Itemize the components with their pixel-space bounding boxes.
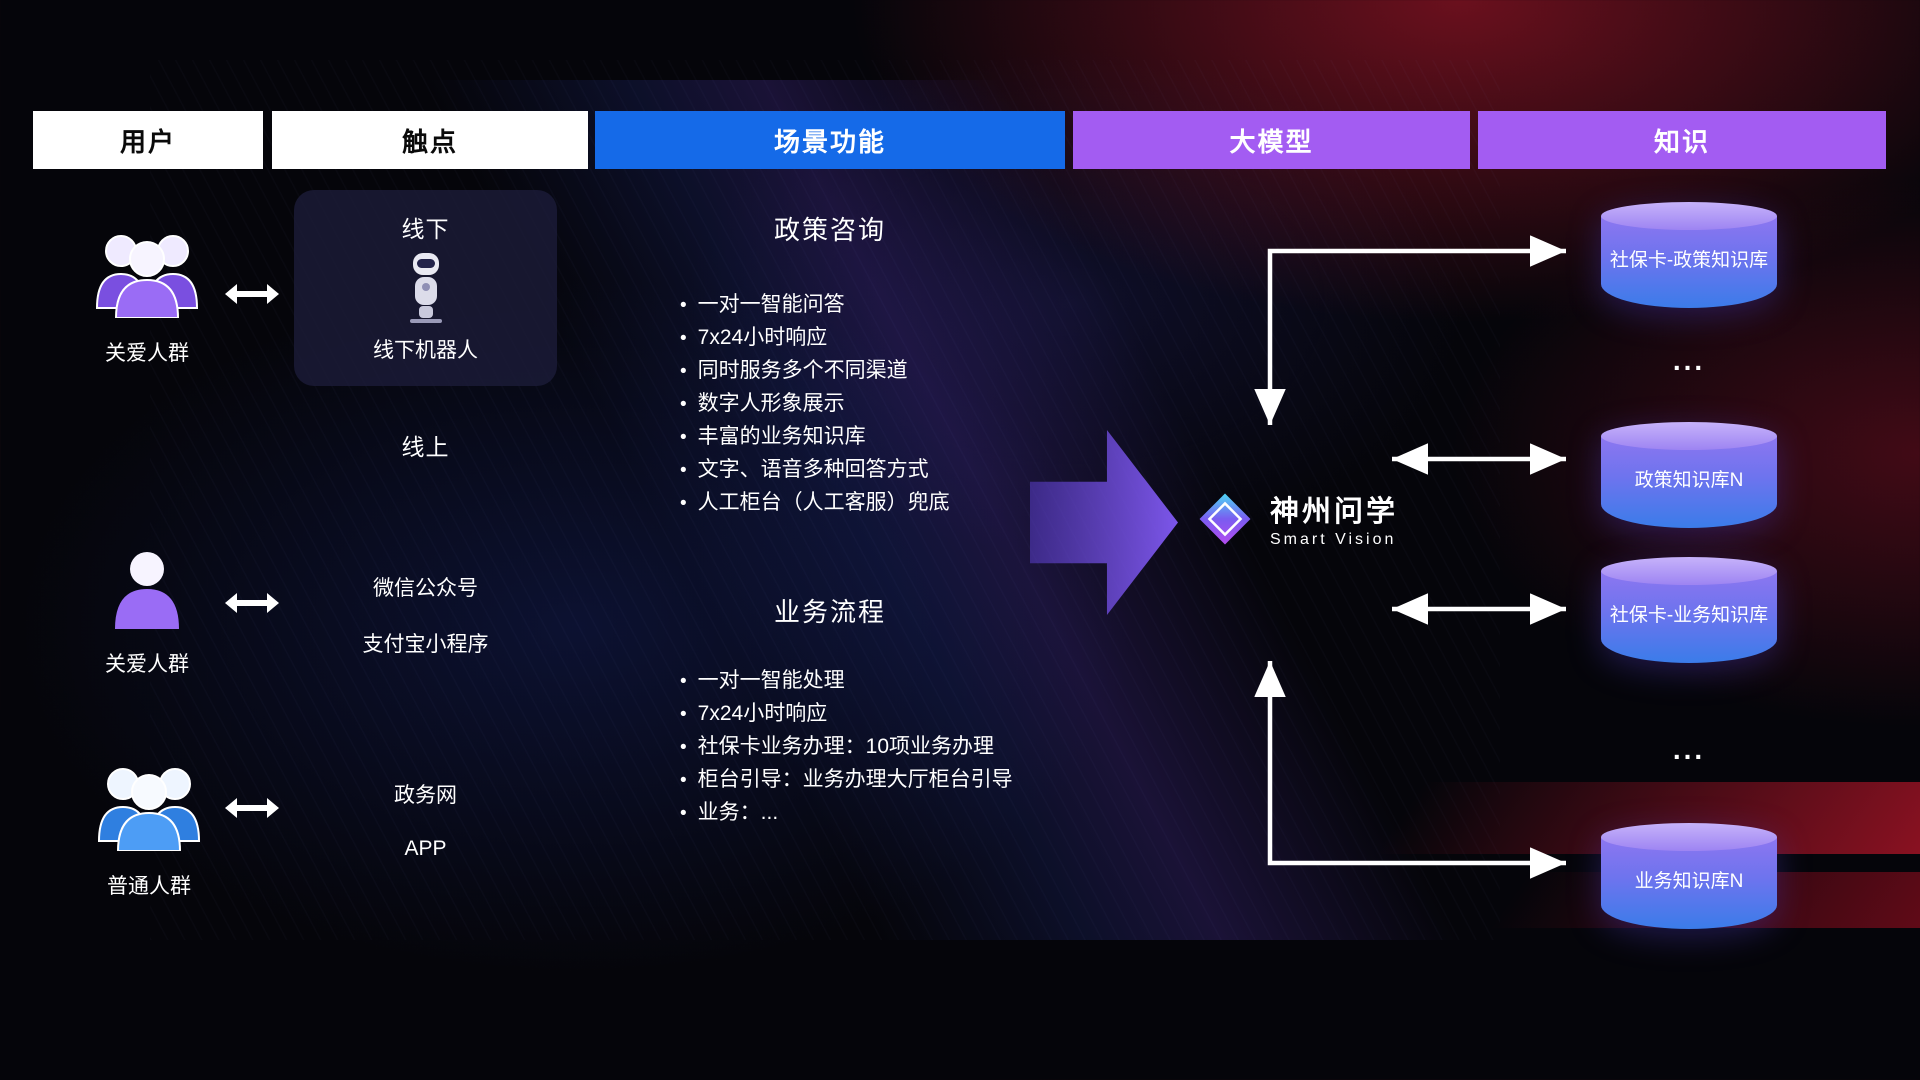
knowledge-db-business-sscard: 社保卡-业务知识库 bbox=[1601, 557, 1777, 663]
double-arrow-icon bbox=[223, 281, 281, 307]
double-arrow-icon bbox=[223, 795, 281, 821]
channel-gov-web: 政务网 bbox=[394, 784, 457, 807]
people-group-icon bbox=[87, 768, 211, 855]
knowledge-ellipsis: ... bbox=[1672, 734, 1706, 765]
bullet-item: 一对一智能问答 bbox=[680, 289, 950, 322]
knowledge-db-business-n: 业务知识库N bbox=[1601, 823, 1777, 929]
knowledge-db-policy-sscard: 社保卡-政策知识库 bbox=[1601, 202, 1777, 308]
user-group-label: 关爱人群 bbox=[105, 653, 189, 676]
knowledge-db-label: 业务知识库N bbox=[1634, 871, 1744, 892]
bullet-item: 同时服务多个不同渠道 bbox=[680, 355, 950, 388]
channel-app: APP bbox=[404, 837, 447, 860]
online-title: 线上 bbox=[401, 434, 450, 460]
offline-robot-label: 线下机器人 bbox=[373, 339, 478, 362]
diamond-logo-icon bbox=[1192, 486, 1258, 557]
user-group-care-2: 关爱人群 bbox=[85, 549, 209, 678]
flow-arrow bbox=[1030, 430, 1178, 615]
bullet-item: 柜台引导：业务办理大厅柜台引导 bbox=[680, 764, 1013, 797]
bullet-item: 社保卡业务办理：10项业务办理 bbox=[680, 731, 1013, 764]
bullet-item: 一对一智能处理 bbox=[680, 665, 1013, 698]
user-group-ordinary: 普通人群 bbox=[87, 759, 211, 900]
business-bullet-list: 一对一智能处理 7x24小时响应 社保卡业务办理：10项业务办理 柜台引导：业务… bbox=[680, 665, 1013, 830]
model-logo-block: 神州问学 Smart Vision bbox=[1192, 486, 1398, 557]
arrow-model-to-db1 bbox=[1254, 235, 1566, 425]
offline-touchpoint-card: 线下 线下机器人 bbox=[294, 190, 557, 386]
column-header-knowledge: 知识 bbox=[1478, 111, 1886, 169]
model-name: 神州问学 bbox=[1270, 495, 1399, 528]
bullet-item: 文字、语音多种回答方式 bbox=[680, 454, 950, 487]
user-group-care-1: 关爱人群 bbox=[85, 226, 209, 367]
column-header-scenario: 场景功能 bbox=[595, 111, 1065, 169]
arrow-model-to-db4 bbox=[1254, 661, 1566, 879]
knowledge-db-label: 政策知识库N bbox=[1634, 470, 1744, 491]
knowledge-db-label: 社保卡-业务知识库 bbox=[1609, 605, 1769, 626]
column-header-model: 大模型 bbox=[1073, 111, 1470, 169]
robot-icon bbox=[404, 251, 448, 328]
knowledge-db-policy-n: 政策知识库N bbox=[1601, 422, 1777, 528]
cylinder-top bbox=[1601, 422, 1777, 450]
policy-bullet-list: 一对一智能问答 7x24小时响应 同时服务多个不同渠道 数字人形象展示 丰富的业… bbox=[680, 289, 950, 520]
user-group-label: 关爱人群 bbox=[105, 342, 189, 365]
cylinder-body bbox=[1601, 571, 1777, 663]
bullet-item: 业务：... bbox=[680, 797, 1013, 830]
channel-wechat: 微信公众号 bbox=[373, 577, 478, 600]
knowledge-connector-arrows bbox=[1254, 235, 1566, 879]
bullet-item: 人工柜台（人工客服）兜底 bbox=[680, 487, 950, 520]
section-title-business: 业务流程 bbox=[773, 597, 886, 627]
cylinder-body bbox=[1601, 436, 1777, 528]
bullet-item: 丰富的业务知识库 bbox=[680, 421, 950, 454]
knowledge-db-label: 社保卡-政策知识库 bbox=[1609, 250, 1769, 271]
model-subtitle: Smart Vision bbox=[1270, 530, 1397, 548]
column-header-user: 用户 bbox=[33, 111, 263, 169]
column-header-touchpoint: 触点 bbox=[272, 111, 588, 169]
bullet-item: 数字人形象展示 bbox=[680, 388, 950, 421]
section-title-policy: 政策咨询 bbox=[773, 215, 886, 245]
double-arrow-icon bbox=[223, 590, 281, 616]
bullet-item: 7x24小时响应 bbox=[680, 698, 1013, 731]
knowledge-ellipsis: ... bbox=[1672, 345, 1706, 376]
cylinder-top bbox=[1601, 202, 1777, 230]
channel-alipay: 支付宝小程序 bbox=[362, 633, 489, 656]
people-group-icon bbox=[85, 235, 209, 322]
cylinder-top bbox=[1601, 557, 1777, 585]
cylinder-body bbox=[1601, 216, 1777, 308]
user-group-label: 普通人群 bbox=[107, 875, 191, 898]
offline-title: 线下 bbox=[401, 216, 450, 242]
person-icon bbox=[85, 552, 209, 633]
bullet-item: 7x24小时响应 bbox=[680, 322, 950, 355]
